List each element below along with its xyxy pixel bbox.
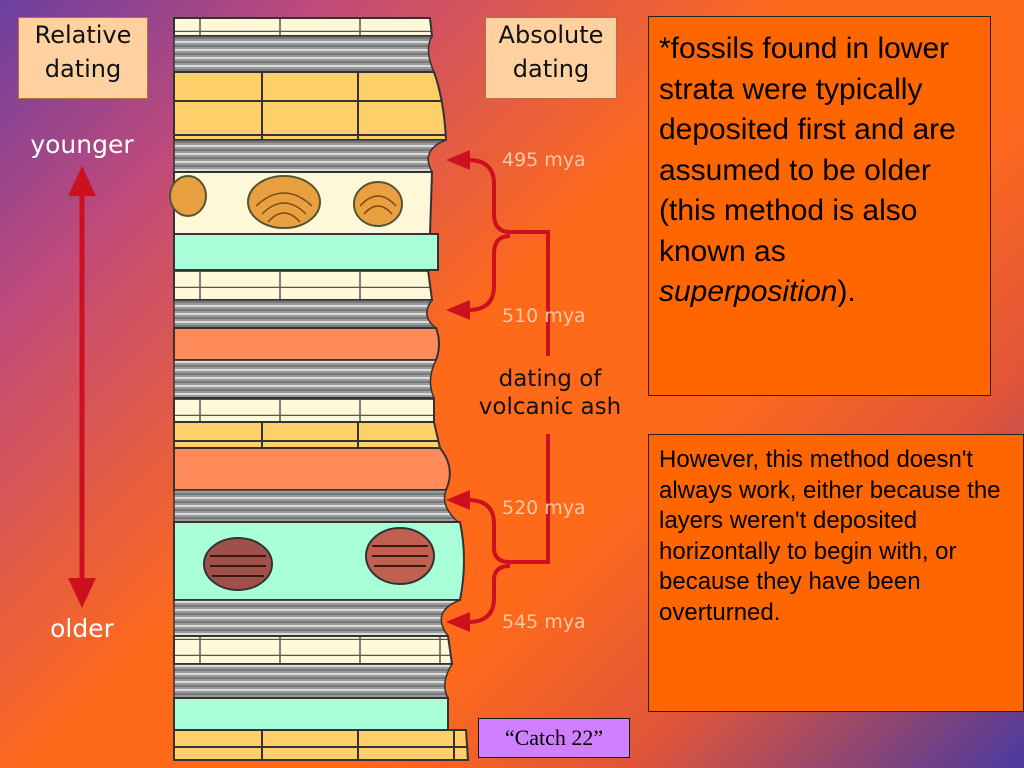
superposition-term: superposition [659,275,838,308]
absolute-dating-label: Absolute dating [485,17,617,99]
age-label-520: 520 mya [502,497,586,519]
age-label-495: 495 mya [502,149,586,171]
trilobite-fossil-icon [203,527,435,591]
catch-22-label: “Catch 22” [478,718,630,758]
stratum-shale-2 [173,139,447,173]
stratum-shale-1 [173,35,436,73]
stratum-shale-7 [173,663,454,699]
stratum-shale-6 [173,599,461,637]
age-arrowheads [446,150,470,632]
relative-dating-label: Relative dating [18,17,148,99]
stratum-green-1 [173,233,439,271]
stratum-green-3 [173,697,449,731]
stratum-shale-3 [173,299,439,329]
age-label-510: 510 mya [502,305,586,327]
older-label: older [50,614,114,643]
stratum-sandstone-2 [173,421,442,449]
superposition-text: *fossils found in lower strata were typi… [659,32,956,268]
stratum-sandstone-1 [173,71,448,141]
age-label-545: 545 mya [502,611,586,633]
stratum-shale-4 [173,359,438,399]
relative-dating-arrow [68,166,96,608]
younger-label: younger [30,130,134,159]
caveat-panel: However, this method doesn't always work… [648,434,1024,712]
stratum-shale-5 [173,489,460,523]
stratum-salmon-2 [173,447,451,491]
stratum-sandstone-bottom [173,729,470,761]
stratum-limestone-bottom [173,635,454,665]
absolute-dating-brackets [467,158,550,624]
superposition-text-end: ). [837,275,856,308]
stratum-brick-2 [173,269,434,301]
caveat-text: However, this method doesn't always work… [659,446,1001,626]
volcanic-ash-label: dating of volcanic ash [478,366,622,420]
shell-fossil-icon [169,175,403,229]
stratum-brick-top [173,17,434,37]
stratum-brick-3 [173,397,435,423]
superposition-panel: *fossils found in lower strata were typi… [648,16,991,396]
stratum-salmon-1 [173,327,440,361]
